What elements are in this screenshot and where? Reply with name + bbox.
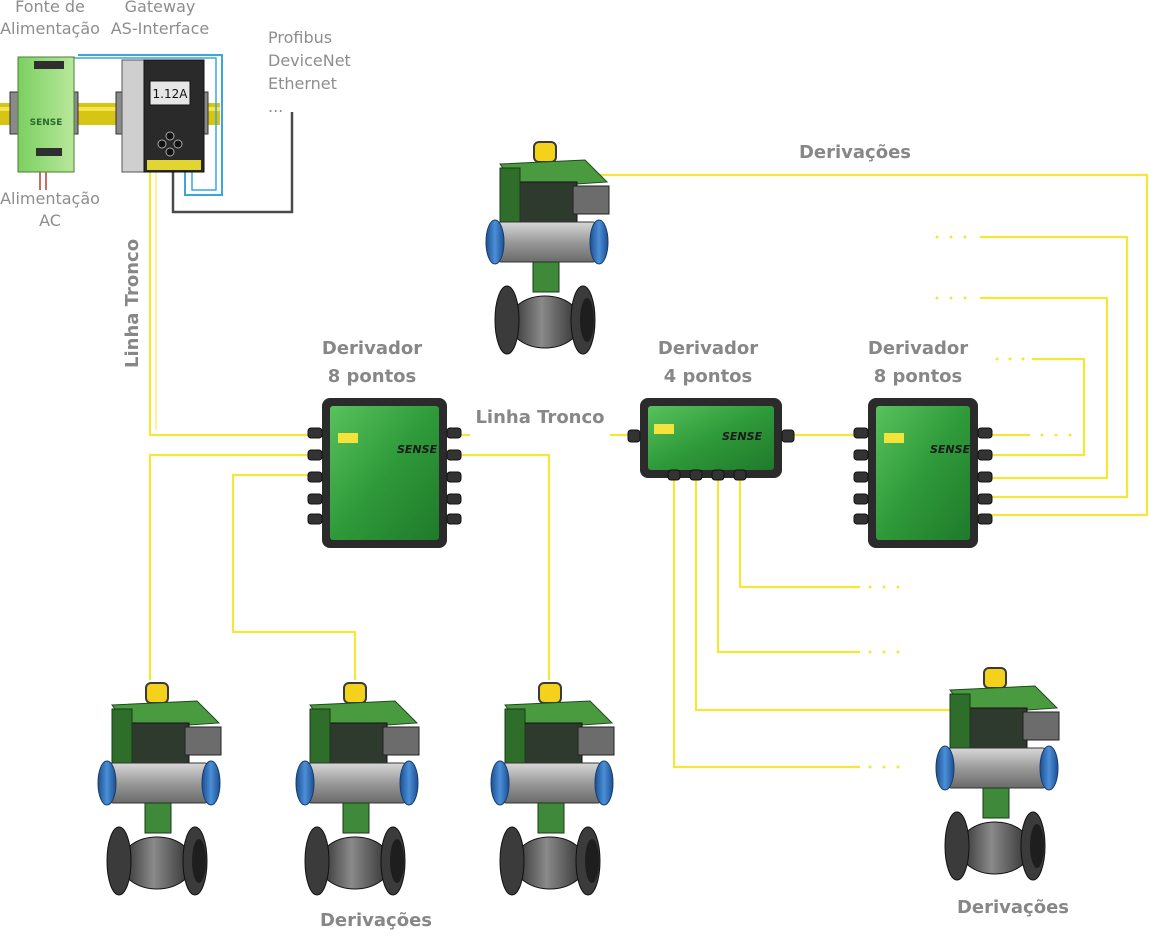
svg-text:SENSE: SENSE <box>397 443 438 456</box>
branch-mid-4 <box>672 475 860 769</box>
valve-top <box>485 141 610 355</box>
derivacoes-bottom-right-label: Derivações <box>956 897 1070 918</box>
gateway-wires <box>39 54 294 214</box>
derivador-left-box: SENSE <box>307 398 462 548</box>
derivador-mid-box: SENSE <box>627 398 795 481</box>
valve-bottom-3 <box>490 682 615 896</box>
branch-left-1 <box>148 453 322 680</box>
svg-text:SENSE: SENSE <box>30 118 63 128</box>
branch-mid-1 <box>738 475 860 589</box>
derivacoes-top-label: Derivações <box>798 142 912 163</box>
trunk-line-gateway <box>148 172 322 437</box>
branch-top-valve <box>598 173 1149 517</box>
branch-left-3 <box>447 453 551 680</box>
derivacoes-bottom-left-label: Derivações <box>319 910 433 931</box>
power-supply: SENSE <box>9 56 79 173</box>
gateway-display: 1.12A <box>153 87 189 101</box>
branch-mid-3 <box>694 475 975 712</box>
svg-text:SENSE: SENSE <box>930 443 971 456</box>
derivador-right-box: SENSE <box>853 398 993 548</box>
trunk-line-label: Linha Tronco <box>475 407 605 428</box>
trunk-line-vertical-label: Linha Tronco <box>122 238 143 368</box>
svg-text:SENSE: SENSE <box>722 430 763 443</box>
cable-continuation-dots <box>868 235 1072 769</box>
cables <box>148 172 1149 769</box>
valve-bottom-2 <box>295 682 420 896</box>
valve-bottom-right <box>935 667 1060 881</box>
valve-bottom-1 <box>97 682 222 896</box>
branch-left-2 <box>231 473 357 680</box>
branch-mid-2 <box>716 475 860 654</box>
gateway-device: 1.12A <box>115 59 209 173</box>
